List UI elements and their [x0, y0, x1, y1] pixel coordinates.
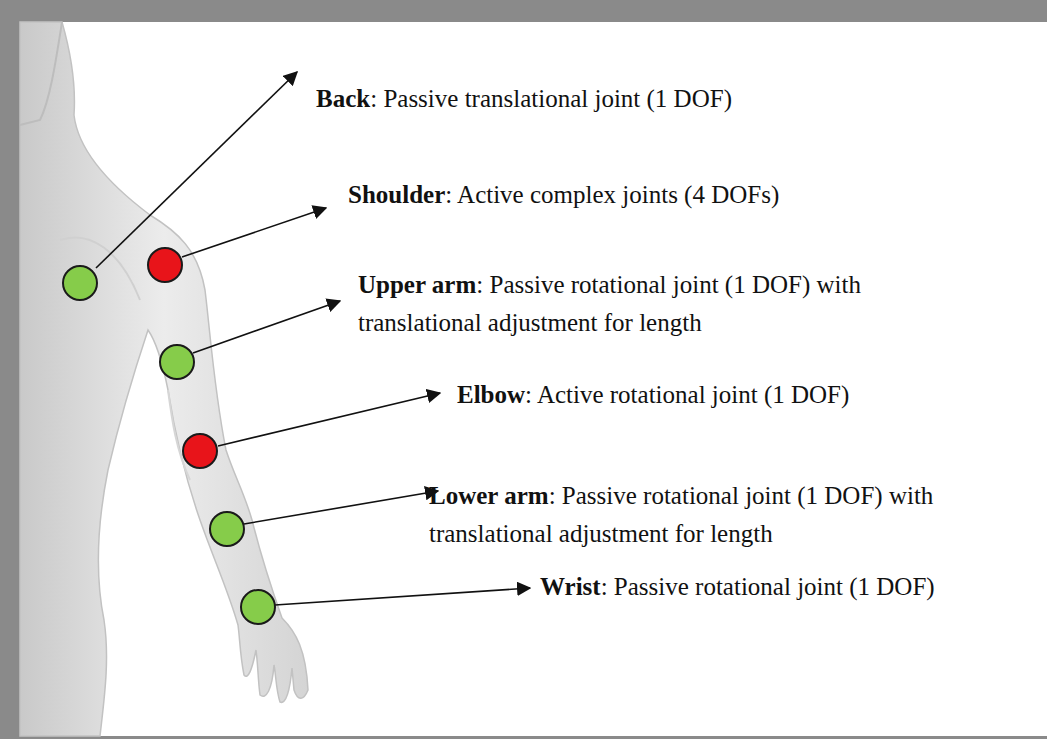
joint-dots	[63, 248, 275, 624]
leader-arrow	[193, 301, 340, 353]
active-joint-dot	[148, 248, 182, 282]
back-label: Back: Passive translational joint (1 DOF…	[316, 80, 732, 118]
joint-name: Upper arm	[358, 271, 476, 298]
leader-arrow	[96, 72, 297, 268]
joint-description: : Active rotational joint (1 DOF)	[525, 381, 849, 408]
passive-joint-dot	[160, 345, 194, 379]
body-silhouette	[20, 22, 308, 736]
leader-arrow	[218, 393, 440, 446]
joint-name: Lower arm	[429, 482, 549, 509]
leader-arrow	[275, 588, 530, 605]
leader-arrow	[244, 491, 438, 524]
joint-name: Shoulder	[348, 181, 445, 208]
joint-description: : Passive translational joint (1 DOF)	[370, 85, 732, 112]
joint-name: Elbow	[457, 381, 525, 408]
joint-description: : Passive rotational joint (1 DOF)	[601, 573, 935, 600]
lower-arm-label: Lower arm: Passive rotational joint (1 D…	[429, 477, 1041, 553]
joint-name: Wrist	[540, 573, 601, 600]
leader-arrow	[182, 208, 326, 257]
joint-description: : Active complex joints (4 DOFs)	[445, 181, 779, 208]
passive-joint-dot	[210, 512, 244, 546]
shoulder-label: Shoulder: Active complex joints (4 DOFs)	[348, 176, 779, 214]
upper-arm-label: Upper arm: Passive rotational joint (1 D…	[358, 266, 970, 342]
joint-name: Back	[316, 85, 370, 112]
elbow-label: Elbow: Active rotational joint (1 DOF)	[457, 376, 849, 414]
wrist-label: Wrist: Passive rotational joint (1 DOF)	[540, 568, 935, 606]
passive-joint-dot	[241, 590, 275, 624]
active-joint-dot	[183, 434, 217, 468]
passive-joint-dot	[63, 266, 97, 300]
